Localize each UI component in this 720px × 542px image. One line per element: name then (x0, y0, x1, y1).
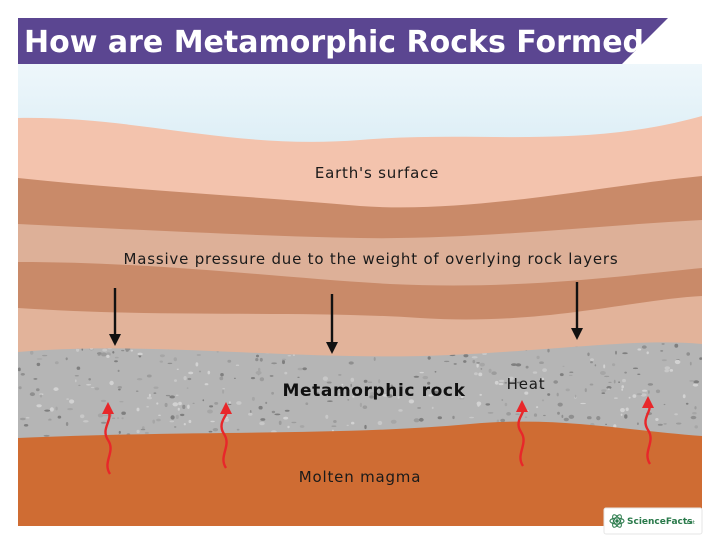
title-banner (18, 18, 668, 64)
heat-arrow-icon (104, 409, 112, 475)
magma-layer (18, 421, 702, 526)
rock-layer-3 (18, 262, 702, 330)
metamorphic-layer (18, 342, 702, 442)
atom-logo-icon (609, 514, 625, 528)
heat-arrow-icon (220, 402, 232, 414)
page-title: How are Metamorphic Rocks Formed (24, 25, 644, 60)
surface-label: Earth's surface (315, 164, 439, 182)
heat-arrow-icon (644, 403, 652, 465)
pressure-label: Massive pressure due to the weight of ov… (124, 250, 619, 268)
surface-layer (18, 116, 702, 210)
pressure-arrow-icon (571, 282, 583, 340)
pressure-arrow-icon (326, 294, 338, 354)
heat-arrow-icon (102, 402, 114, 414)
rock-layer-4 (18, 296, 702, 360)
metamorphic-rock-label: Metamorphic rock (283, 381, 466, 401)
magma-label: Molten magma (299, 468, 421, 486)
logo-suffix: .net (685, 520, 695, 526)
logo-name: ScienceFacts (627, 517, 693, 527)
heat-arrow-icon (517, 407, 525, 467)
sciencefacts-logo: ScienceFacts .net (603, 507, 703, 535)
heat-arrow-icon (642, 396, 654, 408)
pressure-arrow-icon (109, 288, 121, 346)
rock-layer-1 (18, 176, 702, 240)
heat-arrow-icon (220, 409, 228, 469)
heat-label: Heat (507, 375, 546, 393)
heat-arrow-icon (516, 400, 528, 412)
